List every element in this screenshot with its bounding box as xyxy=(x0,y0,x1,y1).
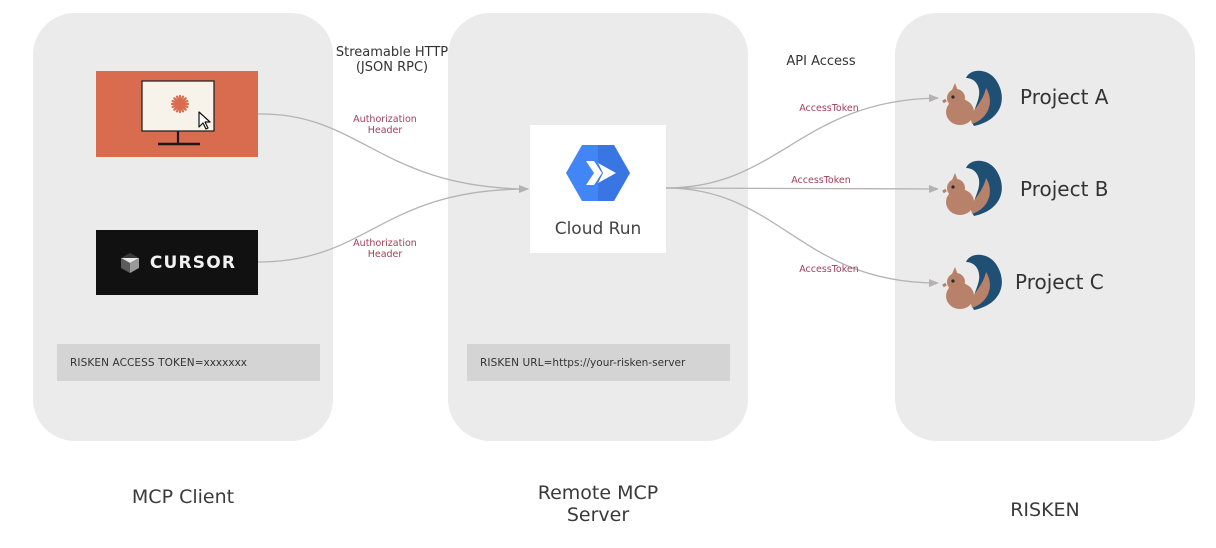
auth-line2: Header xyxy=(367,125,403,136)
remote-mcp-server-caption-line2: Server xyxy=(566,504,630,526)
risken-squirrel-icon-b xyxy=(942,160,1002,216)
server-env-key: RISKEN URL xyxy=(480,356,544,369)
edge-cloudrun-to-project-a xyxy=(665,94,939,189)
server-env-box: RISKEN URL=https://your-risken-server xyxy=(467,344,730,381)
server-env-sep: = xyxy=(543,356,553,369)
mcp-client-caption: MCP Client xyxy=(131,486,235,508)
client-env-key: RISKEN ACCESS TOKEN xyxy=(70,356,195,369)
client-env-box: RISKEN ACCESS TOKEN=xxxxxxx xyxy=(57,344,320,381)
cursor-logo-icon xyxy=(120,252,139,273)
cloud-run-icon xyxy=(566,145,630,201)
api-access-label: API Access xyxy=(786,54,856,69)
claude-desktop-card xyxy=(96,71,258,157)
risken-squirrel-icon-c xyxy=(942,254,1002,310)
edge-cloudrun-to-project-b xyxy=(665,184,939,193)
cloud-run-card: Cloud Run xyxy=(530,125,666,253)
auth-line1: Authorization xyxy=(353,114,417,125)
transport-label-line2: (JSON RPC) xyxy=(355,60,429,75)
project-c-label: Project C xyxy=(1015,270,1104,294)
edge-cursor-to-cloudrun xyxy=(257,185,529,263)
project-a-label: Project A xyxy=(1020,85,1109,109)
risken-caption: RISKEN xyxy=(1010,499,1080,521)
auth-header-label-top: Authorization Header xyxy=(340,114,430,136)
client-env-sep: = xyxy=(194,356,204,369)
transport-label-line1: Streamable HTTP xyxy=(335,45,449,60)
auth-header-label-bottom: Authorization Header xyxy=(340,238,430,260)
cloud-run-label: Cloud Run xyxy=(554,219,642,239)
edge-claude-to-cloudrun xyxy=(257,113,529,193)
project-b-label: Project B xyxy=(1020,177,1109,201)
claude-desktop-icon xyxy=(141,80,215,146)
remote-mcp-server-caption-line1: Remote MCP xyxy=(537,482,659,504)
cursor-card: CURSOR xyxy=(96,230,258,295)
cursor-label: CURSOR xyxy=(149,252,237,273)
risken-panel xyxy=(895,13,1195,441)
access-token-label-a: AccessToken xyxy=(799,103,859,114)
access-token-label-b: AccessToken xyxy=(791,175,851,186)
access-token-label-c: AccessToken xyxy=(799,264,859,275)
client-env-value: xxxxxxx xyxy=(203,356,248,369)
server-env-value: https://your-risken-server xyxy=(552,356,686,369)
auth-line1: Authorization xyxy=(353,238,417,249)
edge-cloudrun-to-project-c xyxy=(665,187,939,287)
risken-squirrel-icon-a xyxy=(942,70,1002,126)
auth-line2: Header xyxy=(367,249,403,260)
transport-label: Streamable HTTP (JSON RPC) xyxy=(322,45,462,75)
remote-mcp-server-caption: Remote MCP Server xyxy=(498,482,698,526)
